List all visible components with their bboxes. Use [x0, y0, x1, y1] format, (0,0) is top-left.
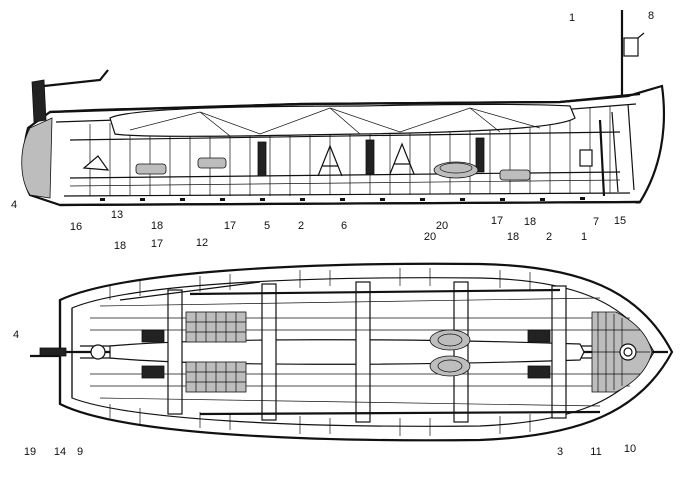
plan-label-1: 1 [581, 231, 587, 243]
side-gunwale [49, 92, 641, 114]
side-label-15: 15 [614, 215, 626, 227]
plan-label-18: 18 [507, 231, 519, 243]
side-bow-timbers [611, 103, 635, 193]
side-keel [59, 200, 641, 207]
plan-stern-post [39, 347, 67, 357]
plan-label-9: 9 [77, 446, 83, 458]
side-posts [257, 137, 485, 177]
side-bucket [579, 149, 593, 167]
plan-rib-marks [109, 268, 531, 436]
plan-hull-outline [58, 262, 674, 442]
side-label-20: 20 [436, 220, 448, 232]
side-label-7: 7 [593, 216, 599, 228]
side-label-1: 1 [569, 12, 575, 24]
plan-boathook [119, 281, 261, 301]
plan-gratings [185, 311, 247, 393]
side-tiller [43, 69, 109, 88]
side-bow-stem [598, 119, 606, 197]
side-bench [69, 131, 621, 141]
side-label-17: 17 [491, 215, 503, 227]
plan-label-20: 20 [424, 231, 436, 243]
side-label-17: 17 [224, 220, 236, 232]
plan-label-4: 4 [13, 329, 19, 341]
side-floor [69, 179, 621, 187]
plan-label-10: 10 [624, 443, 636, 455]
side-label-18: 18 [151, 220, 163, 232]
side-grating-mid [197, 157, 227, 169]
side-label-16: 16 [70, 221, 82, 233]
plan-label-3: 3 [557, 446, 563, 458]
side-rudder [31, 79, 47, 123]
plan-bow-coil [619, 343, 637, 361]
plan-label-19: 19 [24, 446, 36, 458]
side-grating-aft [135, 163, 167, 175]
plan-label-14: 14 [54, 446, 66, 458]
plan-baskets [141, 329, 551, 379]
plan-label-2: 2 [546, 231, 552, 243]
side-view [21, 10, 666, 207]
side-sail-lashings [129, 107, 541, 137]
side-label-5: 5 [264, 220, 270, 232]
side-grating-fwd [499, 169, 531, 181]
plan-view [30, 262, 674, 442]
side-rope-coil [433, 161, 479, 179]
plan-label-17: 17 [151, 238, 163, 250]
side-label-6: 6 [341, 220, 347, 232]
side-keel-inner [63, 192, 631, 197]
side-flag [623, 37, 639, 57]
plan-label-11: 11 [590, 446, 601, 458]
plan-rope-coils [429, 329, 471, 377]
side-bailer [82, 155, 110, 171]
side-label-18: 18 [524, 216, 536, 228]
side-label-4: 4 [11, 199, 17, 211]
plan-stern-bollard [90, 344, 106, 360]
side-label-8: 8 [648, 10, 654, 22]
plan-label-12: 12 [196, 237, 208, 249]
plan-oar-starboard [199, 410, 601, 416]
side-stern [21, 117, 53, 199]
side-furled-sail [109, 103, 576, 137]
side-label-2: 2 [298, 220, 304, 232]
plan-label-18: 18 [114, 240, 126, 252]
side-oar-crutches [317, 142, 415, 177]
side-keel-rivets [100, 197, 585, 201]
plan-oar-port [189, 288, 561, 296]
side-label-13: 13 [111, 209, 123, 221]
